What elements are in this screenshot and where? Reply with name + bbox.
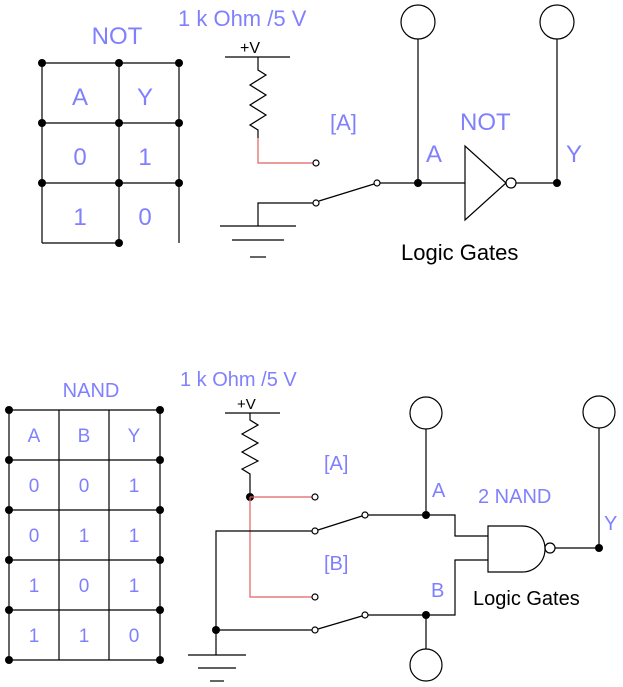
nand-resistor: [240, 413, 260, 497]
not-gate-label: NOT: [460, 109, 511, 136]
nand-switch-a-arm: [317, 515, 363, 531]
not-switch-arm: [318, 183, 375, 202]
nand-cell-r1-b: 0: [79, 476, 90, 497]
not-cell-r2-y: 0: [138, 204, 151, 231]
nand-header-y: Y: [128, 426, 141, 447]
not-table-nodes: [38, 59, 183, 247]
nand-input-a-label: A: [432, 480, 446, 502]
nand-cell-r3-y: 1: [129, 576, 140, 597]
not-input-label: A: [426, 141, 442, 168]
nand-cell-r3-a: 1: [29, 576, 40, 597]
nand-switch-b-arm: [317, 615, 363, 630]
nand-cell-r2-b: 1: [79, 526, 90, 547]
nand-cell-r3-b: 0: [79, 576, 90, 597]
not-table-grid: [41, 62, 180, 244]
not-header-y: Y: [137, 84, 153, 111]
not-truth-table: NOT A Y 0 1 1 0: [38, 23, 183, 247]
not-table-title: NOT: [92, 23, 143, 50]
nand-output-label: Y: [604, 513, 617, 535]
nand-cell-r2-a: 0: [29, 526, 40, 547]
nand-cell-r4-b: 1: [79, 626, 90, 647]
not-input-probe: [400, 4, 436, 40]
not-output-probe: [539, 4, 575, 40]
nand-cell-r4-a: 1: [29, 626, 40, 647]
nand-library-label: Logic Gates: [473, 588, 580, 610]
not-gate-symbol: [464, 144, 507, 222]
nand-cell-r2-y: 1: [129, 526, 140, 547]
not-resistor-label: 1 k Ohm /5 V: [178, 6, 307, 31]
nand-gate-section: A B 2 NAND Y Logic Gates: [409, 395, 617, 682]
nand-cell-r1-a: 0: [29, 476, 40, 497]
not-gate-section: A NOT Y Logic Gates: [400, 4, 582, 265]
nand-header-b: B: [78, 426, 91, 447]
not-cell-r1-a: 0: [73, 144, 86, 171]
nand-resistor-label: 1 k Ohm /5 V: [180, 369, 297, 391]
not-supply-label: +V: [240, 40, 260, 57]
not-header-a: A: [72, 84, 88, 111]
nand-cell-r4-y: 0: [129, 626, 140, 647]
nand-cell-r1-y: 1: [129, 476, 140, 497]
nand-header-a: A: [28, 426, 41, 447]
nand-switch-b-label: [B]: [324, 553, 348, 575]
nand-table-grid: [8, 409, 161, 661]
nand-resistor-lead-b: [249, 497, 312, 598]
nand-output-probe: [582, 395, 616, 429]
nand-truth-table: NAND A B Y 0 0 1 0 1 1 1: [5, 380, 164, 664]
not-switch-label: [A]: [330, 110, 357, 135]
not-library-label: Logic Gates: [401, 240, 518, 265]
nand-switch-a-label: [A]: [324, 453, 348, 475]
nand-source: 1 k Ohm /5 V +V [A] [B]: [180, 369, 426, 682]
nand-gate-symbol: [487, 525, 546, 573]
not-cell-r2-a: 1: [73, 204, 86, 231]
not-output-label: Y: [566, 141, 582, 168]
nand-input-a-probe: [409, 396, 443, 430]
nand-table-nodes: [5, 406, 164, 664]
not-source: 1 k Ohm /5 V +V [A]: [178, 6, 418, 258]
nand-gate-label: 2 NAND: [478, 486, 551, 508]
not-cell-r1-y: 1: [138, 144, 151, 171]
nand-supply-label: +V: [237, 396, 256, 413]
not-resistor: [248, 57, 268, 138]
nand-table-title: NAND: [63, 380, 120, 402]
nand-input-b-probe: [409, 648, 443, 682]
not-resistor-lead: [257, 138, 313, 164]
nand-input-b-label: B: [431, 580, 444, 602]
